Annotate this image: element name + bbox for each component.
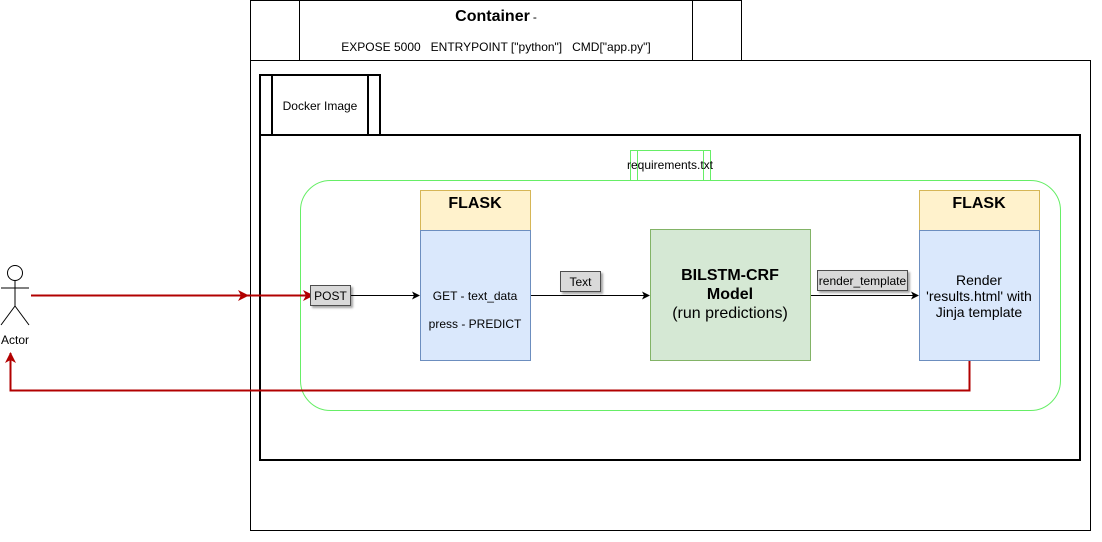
flask-right-body-box <box>919 230 1040 361</box>
container-tab <box>250 0 742 61</box>
model-label: BILSTM-CRF Model (run predictions) <box>650 229 810 360</box>
requirements-file <box>630 150 711 181</box>
docker-image-label: Docker Image <box>282 99 358 113</box>
flask-right-header-box <box>919 190 1040 231</box>
render-template-label: render_template <box>817 270 908 291</box>
flask-left-body-box <box>420 230 531 361</box>
model-line1: BILSTM-CRF <box>681 267 779 284</box>
requirements-label: requirements.txt <box>626 158 714 172</box>
flask-left-line2: press - PREDICT <box>428 317 522 331</box>
flask-right-body: Render 'results.html' with Jinja templat… <box>926 272 1032 320</box>
flask-left-header: FLASK <box>448 195 502 212</box>
post-label: POST <box>310 285 351 306</box>
container-title-row: Container - <box>300 6 692 28</box>
actor-label: Actor <box>0 333 29 347</box>
flask-left-line1: GET - text_data <box>432 289 518 303</box>
response-arrow <box>4 352 971 392</box>
model-box <box>650 229 811 361</box>
container-title: Container <box>455 8 530 25</box>
container-subtitle: EXPOSE 5000 ENTRYPOINT ["python"] CMD["a… <box>341 40 651 54</box>
docker-image-tab <box>259 74 381 136</box>
model-line2: Model <box>706 286 754 303</box>
actor-icon <box>0 265 30 326</box>
container-title-suffix: - <box>532 10 537 24</box>
flask-right-header: FLASK <box>952 195 1006 212</box>
model-line3: (run predictions) <box>672 305 788 322</box>
text-label: Text <box>560 271 601 292</box>
flask-left-header-box <box>420 190 531 231</box>
